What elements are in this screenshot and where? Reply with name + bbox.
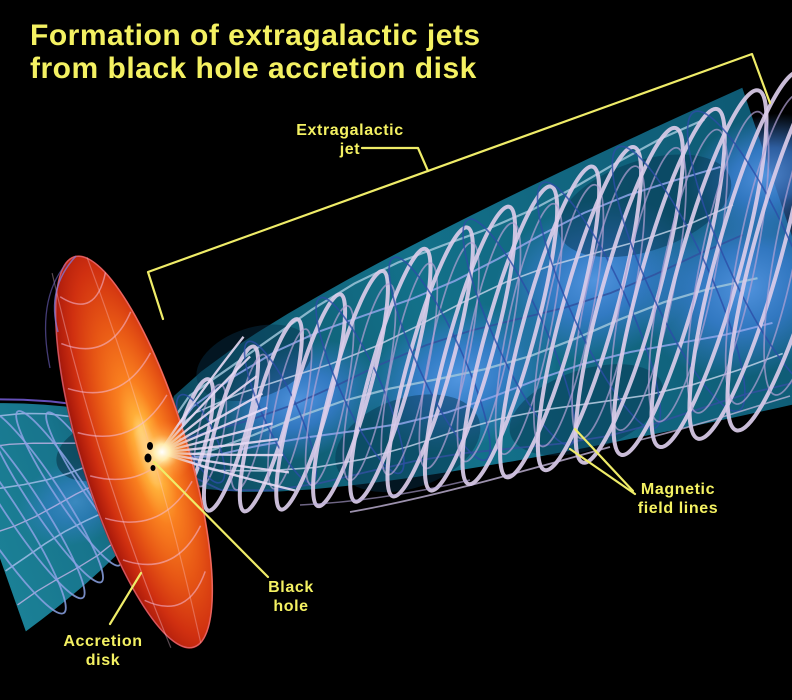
label-extragalactic-jet-line2: jet [339,141,361,158]
label-extragalactic-jet: Extragalactic jet [260,121,440,159]
label-accretion-disk-line2: disk [85,652,121,669]
jet-label-connector [360,146,430,173]
figure-title-line1: Formation of extragalactic jets [30,19,481,52]
magnetic-pointer-1 [573,427,635,493]
annotation-lines [108,52,772,626]
accretion-disk-pointer [108,571,143,626]
label-black-hole: Black hole [231,578,351,616]
label-extragalactic-jet-line1: Extragalactic [296,122,404,139]
figure-title: Formation of extragalactic jets from bla… [30,19,481,85]
disk-outer-field-arcs [44,255,77,369]
label-magnetic-field-lines: Magnetic field lines [598,480,758,518]
label-accretion-disk: Accretion disk [33,632,173,670]
edge-field-lines [299,395,791,513]
jet-extent-bracket [146,52,772,321]
label-magnetic-field-lines-line1: Magnetic [640,481,716,498]
label-magnetic-field-lines-line2: field lines [637,500,719,517]
black-hole-glow [130,420,194,484]
black-hole-pointer [152,460,270,579]
label-black-hole-line2: hole [273,598,309,615]
label-black-hole-line1: Black [268,579,314,596]
label-accretion-disk-line1: Accretion [63,633,143,650]
magnetic-pointer-2 [568,447,637,496]
figure-title-line2: from black hole accretion disk [30,52,477,85]
extragalactic-jet-cone [154,51,792,514]
